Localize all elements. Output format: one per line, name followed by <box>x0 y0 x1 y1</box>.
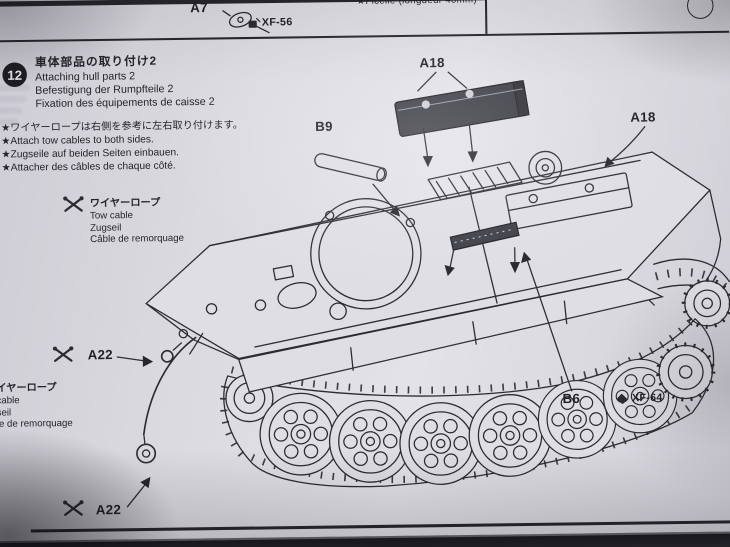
paint-label-xf56: XF-56 <box>261 16 293 29</box>
step-notes: ★ワイヤーロープは右側を参考に左右取り付けます。 ★Attach tow cab… <box>1 119 243 175</box>
part-a18-floating-drawing <box>394 79 530 137</box>
tow-cable-note-fr: Câble de remorquage <box>90 232 185 246</box>
tools-icon <box>63 500 84 516</box>
part-label-b6: B6 <box>562 390 581 407</box>
tow-cable-note-cut-fr: le de remorquage <box>0 417 73 430</box>
part-b9-drawing <box>314 153 387 182</box>
tow-cable-drawing <box>136 332 204 464</box>
tow-cable-note-cut-en: cable <box>0 394 20 407</box>
part-label-a22-lower: A22 <box>95 501 122 518</box>
tools-icon <box>52 346 74 362</box>
part-label-a18-right: A18 <box>630 109 656 125</box>
tools-icon <box>63 196 84 212</box>
part-label-a22-upper: A22 <box>87 346 114 363</box>
tow-cable-note-cut: イヤーロープ cable seil le de remorquage <box>0 382 73 430</box>
far-track <box>653 258 730 329</box>
part-label-b9: B9 <box>315 118 333 135</box>
step-title-fr: Fixation des équipements de caisse 2 <box>35 95 215 111</box>
step-titles: 車体部品の取り付け2 Attaching hull parts 2 Befest… <box>35 54 215 111</box>
tow-cable-note: ワイヤーロープ Tow cable Zugseil Câble de remor… <box>90 197 184 246</box>
part-label-a7: A7 <box>190 0 208 16</box>
paint-label-xf64: XF-64 <box>631 391 663 405</box>
part-label-a18-top: A18 <box>419 54 445 71</box>
tow-cable-note-cut-ja: イヤーロープ <box>0 382 57 395</box>
tow-cable-note-cut-de: seil <box>0 406 12 419</box>
step-number-badge: 12 <box>2 62 28 88</box>
